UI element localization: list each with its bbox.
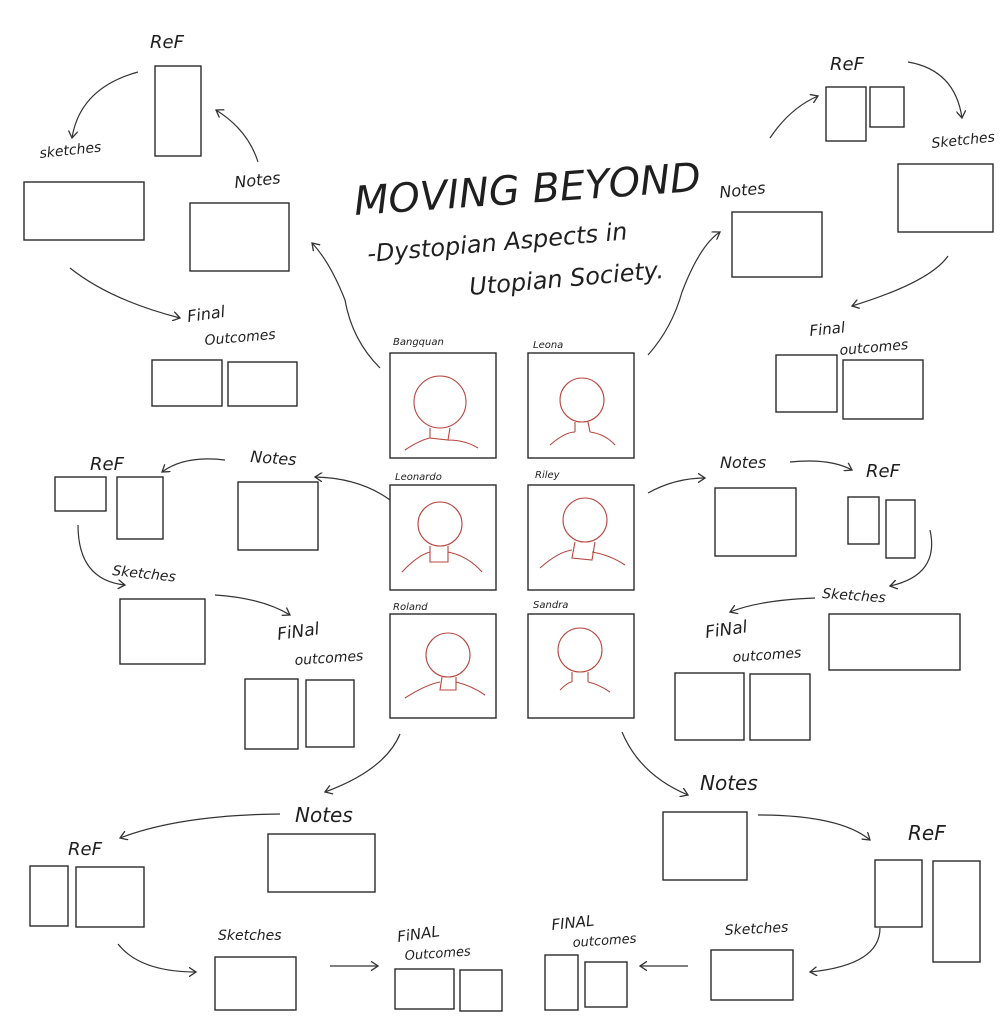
label-ref: ReF [68, 839, 103, 860]
character-card-sandra [527, 613, 635, 719]
cluster-top-left: ReF sketches Notes Final Outcomes [23, 32, 381, 407]
label-sketches: Sketches [218, 928, 282, 944]
character-sketch-riley [539, 497, 626, 569]
notes-box [237, 481, 319, 551]
label-sketches: sketches [39, 140, 102, 162]
label-notes: Notes [700, 771, 758, 795]
final-box-2 [305, 679, 355, 748]
label-outcomes: outcomes [294, 648, 364, 669]
label-notes: Notes [250, 447, 297, 469]
label-sketches: Sketches [931, 129, 996, 152]
final-box-1 [244, 678, 299, 750]
sketches-box [214, 956, 297, 1011]
character-card-bangquan [389, 352, 497, 459]
sketches-box [23, 181, 145, 241]
final-box-1 [544, 954, 579, 1011]
character-card-roland [389, 613, 497, 719]
notes-box [662, 811, 748, 881]
label-outcomes: outcomes [839, 337, 909, 359]
final-box-1 [151, 359, 223, 407]
notes-box [189, 202, 290, 272]
label-ref: ReF [150, 32, 185, 53]
label-final: Final [809, 318, 847, 340]
character-card-leonardo [389, 484, 497, 591]
ref-box-1 [54, 476, 107, 512]
label-final: FINAL [551, 912, 596, 934]
character-sketch-bangquan [404, 375, 479, 451]
ref-box-1 [874, 859, 923, 928]
label-notes: Notes [720, 453, 766, 472]
final-box-2 [459, 969, 503, 1012]
sketches-box [828, 613, 961, 671]
final-box-2 [749, 673, 811, 741]
label-outcomes: Outcomes [204, 327, 276, 349]
final-box-2 [842, 359, 924, 420]
diagram-subtitle-line1: -Dystopian Aspects in [366, 217, 628, 268]
cluster-middle-right: Notes ReF Sketches FiNal outcomes [647, 453, 961, 741]
character-card-riley [527, 484, 635, 591]
cluster-middle-left: ReF Notes Sketches FiNal outcomes [54, 447, 391, 750]
label-sketches: Sketches [822, 586, 887, 606]
character-name-riley: Riley [535, 470, 561, 481]
final-box-1 [394, 968, 455, 1010]
ref-box-2 [932, 860, 981, 963]
label-final: Final [186, 302, 227, 326]
label-final: FiNal [704, 617, 749, 643]
character-sketch-roland [404, 632, 486, 699]
final-box-1 [775, 354, 838, 413]
notes-box [714, 487, 797, 557]
ref-box-1 [29, 865, 69, 927]
character-sketch-sandra [557, 627, 611, 693]
character-name-roland: Roland [393, 602, 428, 613]
label-ref: ReF [830, 54, 865, 75]
cluster-bottom-left: Notes ReF Sketches FiNAL Outcomes [29, 733, 503, 1012]
label-outcomes: Outcomes [404, 944, 471, 964]
final-box-2 [584, 961, 628, 1008]
label-ref: ReF [90, 454, 125, 475]
ref-box-1 [825, 86, 867, 142]
character-sketch-leona [549, 377, 616, 446]
ref-box-2 [116, 476, 164, 540]
label-final: FiNal [276, 619, 321, 645]
character-name-bangquan: Bangquan [393, 337, 444, 348]
ref-box-2 [885, 499, 916, 559]
label-final: FiNAL [396, 922, 441, 946]
final-box-1 [674, 672, 745, 741]
label-notes: Notes [233, 168, 281, 192]
label-notes: Notes [718, 178, 766, 202]
notes-box [267, 833, 376, 893]
cluster-top-right: ReF Sketches Notes Final outcomes [647, 54, 996, 420]
character-name-sandra: Sandra [533, 600, 568, 611]
diagram-subtitle-line2: Utopian Society. [468, 256, 665, 301]
final-box-2 [227, 361, 298, 407]
label-sketches: Sketches [112, 563, 177, 586]
character-sketch-leonardo [401, 501, 483, 573]
label-outcomes: outcomes [572, 932, 637, 951]
label-ref: ReF [866, 461, 901, 482]
character-name-leonardo: Leonardo [395, 472, 442, 483]
notes-box [731, 211, 823, 278]
ref-box [154, 65, 202, 157]
sketches-box [897, 163, 994, 233]
sketches-box [710, 949, 794, 1001]
sketches-box [119, 598, 206, 665]
character-grid: Bangquan Leona Leonardo Riley Roland [389, 337, 635, 719]
label-notes: Notes [295, 803, 353, 827]
label-outcomes: outcomes [732, 645, 802, 666]
label-sketches: Sketches [724, 920, 788, 939]
diagram-title: MOVING BEYOND [352, 155, 702, 225]
label-ref: ReF [908, 821, 946, 845]
ref-box-2 [75, 866, 145, 928]
character-name-leona: Leona [533, 340, 563, 351]
cluster-bottom-right: Notes ReF Sketches FINAL outcomes [544, 731, 981, 1011]
ref-box-1 [847, 496, 880, 545]
character-card-leona [527, 352, 635, 459]
ref-box-2 [869, 86, 905, 128]
